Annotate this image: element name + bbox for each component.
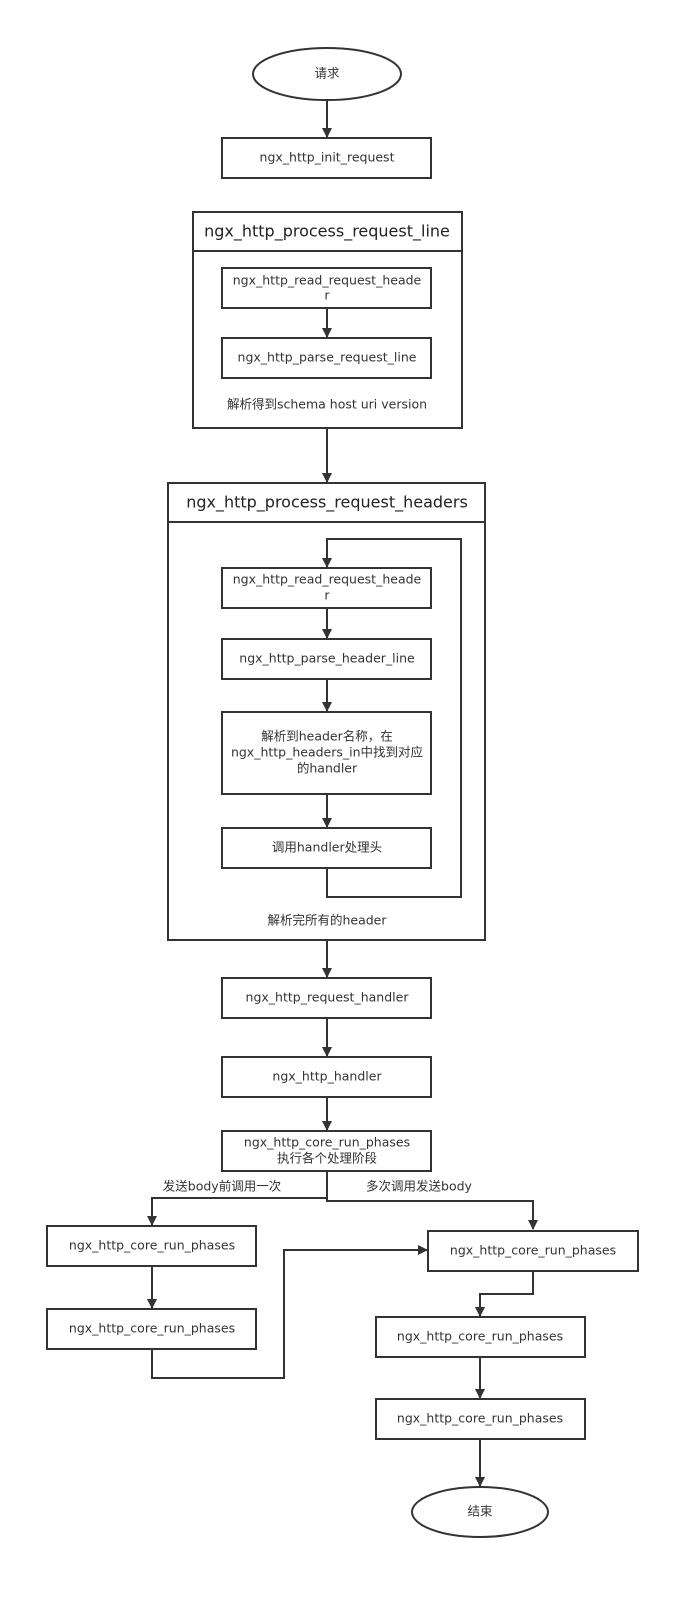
box-label: r xyxy=(324,588,330,603)
box-label: ngx_http_core_run_phases xyxy=(244,1135,410,1150)
start-node: 请求 xyxy=(252,47,402,101)
branch-left-label: 发送body前调用一次 xyxy=(163,1179,281,1194)
end-node: 结束 xyxy=(411,1486,549,1538)
box-label: ngx_http_core_run_phases xyxy=(397,1411,563,1426)
box-label: ngx_http_request_handler xyxy=(246,990,410,1005)
box-label: ngx_http_handler xyxy=(272,1069,382,1084)
box-label: ngx_http_parse_header_line xyxy=(239,651,415,666)
container-note: 解析得到schema host uri version xyxy=(227,397,427,412)
right-box-3: ngx_http_core_run_phases xyxy=(375,1398,586,1440)
box-label: ngx_http_core_run_phases xyxy=(397,1329,563,1344)
arrow xyxy=(475,1271,534,1317)
box-label: ngx_http_core_run_phases xyxy=(69,1238,235,1253)
right-box-2: ngx_http_core_run_phases xyxy=(375,1316,586,1358)
call-handler-box xyxy=(221,827,432,869)
box-label: ngx_http_headers_in中找到对应 xyxy=(231,745,423,760)
http-handler-box: ngx_http_handler xyxy=(221,1056,432,1098)
parse-header-line-box xyxy=(221,638,432,680)
box-label: 执行各个处理阶段 xyxy=(277,1151,377,1166)
box-label: r xyxy=(324,288,330,303)
right-box-1: ngx_http_core_run_phases xyxy=(427,1230,639,1272)
box-label: 的handler xyxy=(297,761,358,776)
container-note: 解析完所有的header xyxy=(267,913,387,928)
end-label: 结束 xyxy=(467,1504,493,1519)
box-label: 解析到header名称，在 xyxy=(261,729,393,744)
parse-request-line-box xyxy=(221,337,432,379)
branch-right-label: 多次调用发送body xyxy=(366,1179,473,1194)
init-request-label: ngx_http_init_request xyxy=(260,150,395,165)
box-label: ngx_http_core_run_phases xyxy=(69,1321,235,1336)
init-request-box: ngx_http_init_request xyxy=(221,137,432,179)
box-label: ngx_http_core_run_phases xyxy=(450,1243,616,1258)
process-request-line-container: ngx_http_process_request_line ngx_http_r… xyxy=(192,211,463,429)
left-box-2: ngx_http_core_run_phases xyxy=(46,1308,257,1350)
request-handler-box: ngx_http_request_handler xyxy=(221,977,432,1019)
box-label: ngx_http_read_request_heade xyxy=(233,273,422,288)
branch-right-arrow xyxy=(326,1171,538,1230)
loop-arrow xyxy=(322,538,462,898)
box-label: ngx_http_read_request_heade xyxy=(233,572,422,587)
process-request-headers-container: ngx_http_process_request_headers ngx_htt… xyxy=(167,482,486,941)
left-box-1: ngx_http_core_run_phases xyxy=(46,1225,257,1267)
box-label: ngx_http_parse_request_line xyxy=(238,350,417,365)
core-run-phases-main-box: ngx_http_core_run_phases 执行各个处理阶段 xyxy=(221,1130,432,1172)
start-label: 请求 xyxy=(314,66,340,81)
cross-arrow xyxy=(151,1245,428,1379)
lookup-handler-box xyxy=(221,711,432,795)
read-request-header-box xyxy=(221,267,432,309)
box-label: 调用handler处理头 xyxy=(272,840,382,855)
container-title: ngx_http_process_request_headers xyxy=(186,493,468,513)
container-title: ngx_http_process_request_line xyxy=(204,222,450,242)
